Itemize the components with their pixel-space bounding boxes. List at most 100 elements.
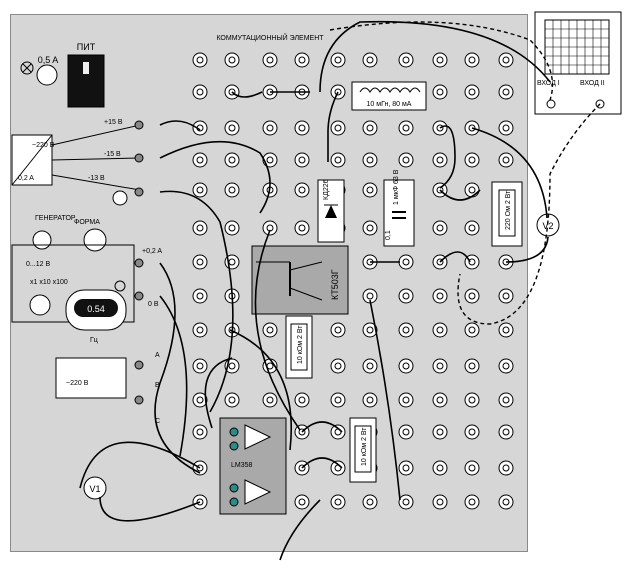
socket[interactable] — [362, 392, 378, 408]
capacitor[interactable]: 1 мкФ 63 В 0,1 — [383, 169, 415, 247]
socket[interactable] — [224, 220, 240, 236]
socket[interactable] — [192, 220, 208, 236]
socket[interactable] — [432, 52, 448, 68]
resistor-10k-a[interactable]: 10 кОм 2 Вт — [285, 315, 313, 379]
socket[interactable] — [294, 52, 310, 68]
osc-ch1-input[interactable] — [546, 99, 556, 109]
socket[interactable] — [432, 322, 448, 338]
socket[interactable] — [464, 358, 480, 374]
socket[interactable] — [262, 120, 278, 136]
socket[interactable] — [224, 392, 240, 408]
socket[interactable] — [498, 494, 514, 510]
socket[interactable] — [398, 392, 414, 408]
socket[interactable] — [294, 392, 310, 408]
socket[interactable] — [262, 220, 278, 236]
socket[interactable] — [330, 152, 346, 168]
socket[interactable] — [362, 152, 378, 168]
socket[interactable] — [464, 120, 480, 136]
bus-b-terminal[interactable] — [134, 395, 144, 405]
socket[interactable] — [294, 220, 310, 236]
socket[interactable] — [432, 120, 448, 136]
socket[interactable] — [330, 120, 346, 136]
socket[interactable] — [192, 254, 208, 270]
socket[interactable] — [192, 52, 208, 68]
socket[interactable] — [192, 288, 208, 304]
socket[interactable] — [398, 152, 414, 168]
socket[interactable] — [262, 392, 278, 408]
socket[interactable] — [398, 254, 414, 270]
socket[interactable] — [464, 220, 480, 236]
bus-a-terminal[interactable] — [134, 360, 144, 370]
frequency-knob[interactable] — [29, 294, 51, 316]
socket[interactable] — [192, 424, 208, 440]
socket[interactable] — [192, 84, 208, 100]
socket[interactable] — [398, 424, 414, 440]
socket[interactable] — [398, 460, 414, 476]
socket[interactable] — [330, 494, 346, 510]
voltage-knob[interactable] — [112, 190, 128, 206]
resistor-220[interactable]: 220 Ом 2 Вт — [491, 181, 523, 247]
resistor-10k-b[interactable]: 10 кОм 2 Вт — [349, 417, 377, 483]
socket[interactable] — [224, 52, 240, 68]
plus15-terminal[interactable] — [134, 120, 144, 130]
socket[interactable] — [432, 84, 448, 100]
socket[interactable] — [498, 84, 514, 100]
socket[interactable] — [224, 120, 240, 136]
socket[interactable] — [224, 182, 240, 198]
socket[interactable] — [464, 84, 480, 100]
socket[interactable] — [262, 52, 278, 68]
socket[interactable] — [398, 120, 414, 136]
minus15-terminal[interactable] — [134, 153, 144, 163]
socket[interactable] — [464, 52, 480, 68]
socket[interactable] — [432, 460, 448, 476]
socket[interactable] — [192, 120, 208, 136]
socket[interactable] — [398, 322, 414, 338]
socket[interactable] — [192, 392, 208, 408]
voltmeter-v1[interactable]: V1 — [83, 476, 107, 500]
socket[interactable] — [362, 182, 378, 198]
socket[interactable] — [330, 424, 346, 440]
socket[interactable] — [464, 392, 480, 408]
mains-switch[interactable]: ПИТ — [67, 42, 105, 108]
socket[interactable] — [464, 424, 480, 440]
socket[interactable] — [432, 424, 448, 440]
voltmeter-v2[interactable]: V2 — [536, 213, 560, 237]
socket[interactable] — [498, 358, 514, 374]
socket[interactable] — [498, 288, 514, 304]
transistor[interactable]: КТ503Г — [251, 245, 349, 315]
socket[interactable] — [464, 322, 480, 338]
socket[interactable] — [330, 52, 346, 68]
socket[interactable] — [330, 460, 346, 476]
socket[interactable] — [498, 392, 514, 408]
socket[interactable] — [398, 288, 414, 304]
socket[interactable] — [498, 120, 514, 136]
socket[interactable] — [362, 358, 378, 374]
socket[interactable] — [464, 152, 480, 168]
amplitude-knob[interactable] — [32, 230, 52, 250]
socket[interactable] — [362, 322, 378, 338]
socket[interactable] — [294, 120, 310, 136]
socket[interactable] — [464, 494, 480, 510]
fuse-holder[interactable] — [36, 64, 58, 86]
socket[interactable] — [398, 52, 414, 68]
generator-gnd-terminal[interactable] — [134, 291, 144, 301]
socket[interactable] — [294, 152, 310, 168]
socket[interactable] — [432, 358, 448, 374]
socket[interactable] — [498, 152, 514, 168]
generator-out-terminal[interactable] — [134, 258, 144, 268]
inductor[interactable]: 10 мГн, 80 мА — [351, 81, 427, 111]
socket[interactable] — [464, 460, 480, 476]
socket[interactable] — [498, 52, 514, 68]
socket[interactable] — [192, 322, 208, 338]
socket[interactable] — [432, 392, 448, 408]
socket[interactable] — [294, 494, 310, 510]
minus13-terminal[interactable] — [134, 187, 144, 197]
socket[interactable] — [362, 220, 378, 236]
waveform-knob[interactable] — [83, 228, 107, 252]
socket[interactable] — [330, 392, 346, 408]
socket[interactable] — [432, 288, 448, 304]
socket[interactable] — [498, 424, 514, 440]
socket[interactable] — [464, 182, 480, 198]
socket[interactable] — [224, 152, 240, 168]
socket[interactable] — [432, 220, 448, 236]
